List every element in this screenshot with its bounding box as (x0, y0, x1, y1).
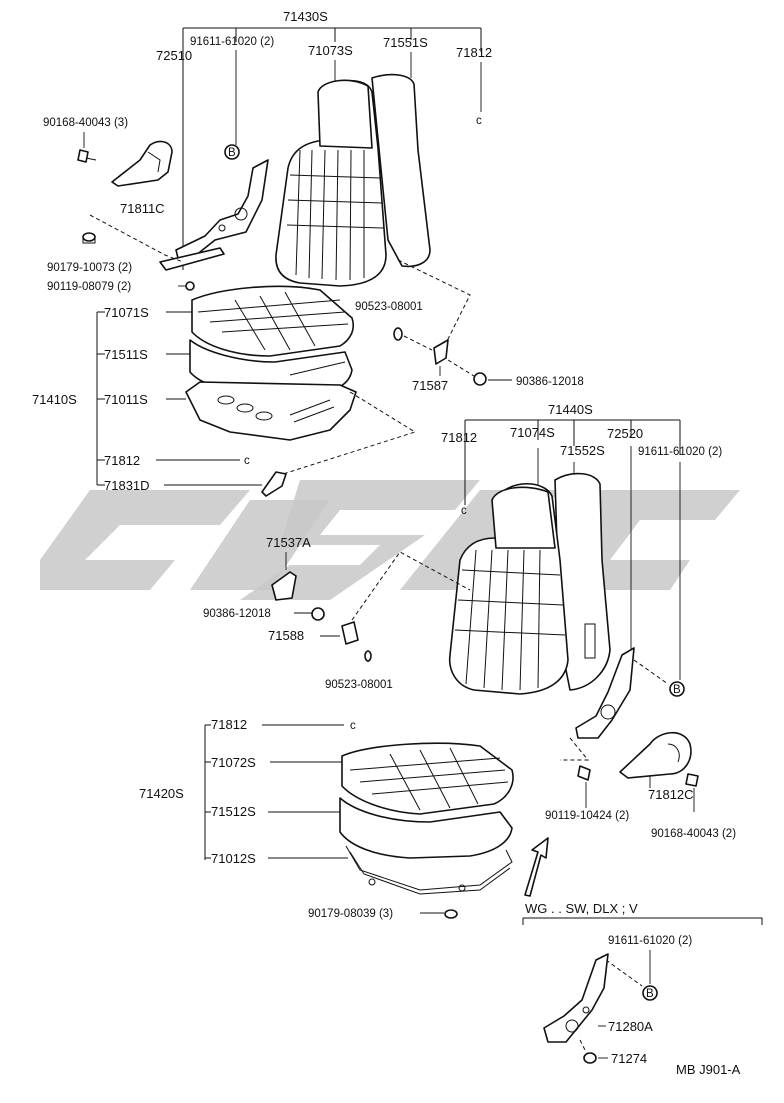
screw-right (685, 773, 699, 787)
label-71072S: 71072S (211, 755, 256, 770)
label-71537A: 71537A (266, 535, 311, 550)
label-71012S: 71012S (211, 851, 256, 866)
label-90168-left: 90168-40043 (3) (43, 117, 128, 129)
label-71511S: 71511S (104, 347, 148, 362)
label-71552S: 71552S (560, 443, 605, 458)
svg-text:B: B (646, 988, 654, 1000)
label-71073S: 71073S (308, 43, 353, 58)
label-90179-08039: 90179-08039 (3) (308, 908, 393, 920)
label-71011S: 71011S (104, 392, 148, 407)
clip-90523-low (364, 650, 372, 662)
nut-90386-right (473, 372, 487, 386)
label-90386-right: 90386-12018 (516, 376, 584, 388)
cap-71274 (583, 1052, 597, 1064)
assembly-bracket-71420S (204, 724, 211, 860)
assembly-bracket-71430S (182, 27, 482, 270)
label-90119-10424: 90119-10424 (2) (545, 810, 629, 822)
label-72520: 72520 (607, 426, 643, 441)
bolt-marker-top: B (224, 144, 240, 160)
label-90168-right: 90168-40043 (2) (651, 828, 736, 840)
seat-cushion-lower (341, 742, 514, 815)
label-90386-left: 90386-12018 (203, 608, 271, 620)
recliner-hinge-upper (159, 159, 269, 271)
label-71831D: 71831D (104, 478, 150, 493)
clip-marker-mid: c (244, 455, 250, 467)
clip-marker-top: c (476, 115, 482, 127)
seat-cushion-pad-lower (339, 797, 513, 859)
bolt-90119-10424 (577, 765, 591, 781)
svg-text:B: B (673, 684, 681, 696)
recliner-hinge-variant (543, 953, 609, 1043)
label-71274: 71274 (611, 1051, 647, 1066)
bolt-marker-right: B (669, 681, 685, 697)
clip-marker-low: c (350, 720, 356, 732)
label-91611-top: 91611-61020 (2) (190, 36, 274, 48)
label-71071S: 71071S (104, 305, 149, 320)
variant-bracket (522, 917, 763, 925)
clip-marker-r: c (461, 505, 467, 517)
footer-code: MB J901-A (676, 1062, 741, 1077)
nut-90179-08039 (444, 909, 458, 919)
assembly-bracket-71440S (464, 419, 681, 505)
label-91611-bottom: 91611-61020 (2) (608, 935, 692, 947)
variant-arrow (524, 837, 549, 897)
label-91611-right: 91611-61020 (2) (638, 446, 722, 458)
seat-cushion-upper (191, 285, 355, 357)
seat-back-upper (275, 73, 431, 287)
svg-text:B: B (228, 147, 236, 159)
seat-back-lower (448, 472, 611, 695)
cover-71831D (261, 471, 287, 497)
assembly-bracket-71410S (96, 311, 105, 486)
recliner-hinge-lower (575, 647, 635, 739)
screw-left (77, 149, 97, 163)
watermark-logo (40, 480, 740, 600)
side-cover-71811C (111, 140, 173, 187)
label-71512S: 71512S (211, 804, 256, 819)
label-90179-10073: 90179-10073 (2) (47, 262, 132, 274)
label-71812-low: 71812 (211, 717, 247, 732)
bolt-marker-bottom: B (642, 985, 658, 1001)
nut-90179-10073 (82, 232, 96, 244)
label-71812-top: 71812 (456, 45, 492, 60)
label-90523-top: 90523-08001 (355, 301, 423, 313)
side-cover-71812C (619, 731, 692, 779)
label-71410S: 71410S (32, 392, 77, 407)
seat-frame-lower (345, 845, 513, 895)
label-71420S: 71420S (139, 786, 184, 801)
label-71551S: 71551S (383, 35, 428, 50)
label-71811C: 71811C (120, 201, 165, 216)
label-71812-mid: 71812 (104, 453, 140, 468)
label-90119-08079: 90119-08079 (2) (47, 281, 131, 293)
clip-90523-top (393, 327, 403, 341)
label-71074S: 71074S (510, 425, 555, 440)
bracket-71588 (341, 621, 359, 645)
label-71280A: 71280A (608, 1019, 653, 1034)
label-71430S: 71430S (283, 9, 328, 24)
bracket-71587 (433, 339, 449, 365)
nut-90386-left (311, 607, 325, 621)
bolt-90119-08079 (185, 281, 195, 291)
label-71812C: 71812C (648, 787, 694, 802)
label-71812-r: 71812 (441, 430, 477, 445)
variant-note: WG . . SW, DLX ; V (525, 901, 638, 916)
label-71587: 71587 (412, 378, 448, 393)
label-71588: 71588 (268, 628, 304, 643)
label-72510: 72510 (156, 48, 192, 63)
label-90523-low: 90523-08001 (325, 679, 393, 691)
label-71440S: 71440S (548, 402, 593, 417)
bracket-71537A (271, 571, 297, 601)
seat-frame-upper (185, 381, 357, 441)
